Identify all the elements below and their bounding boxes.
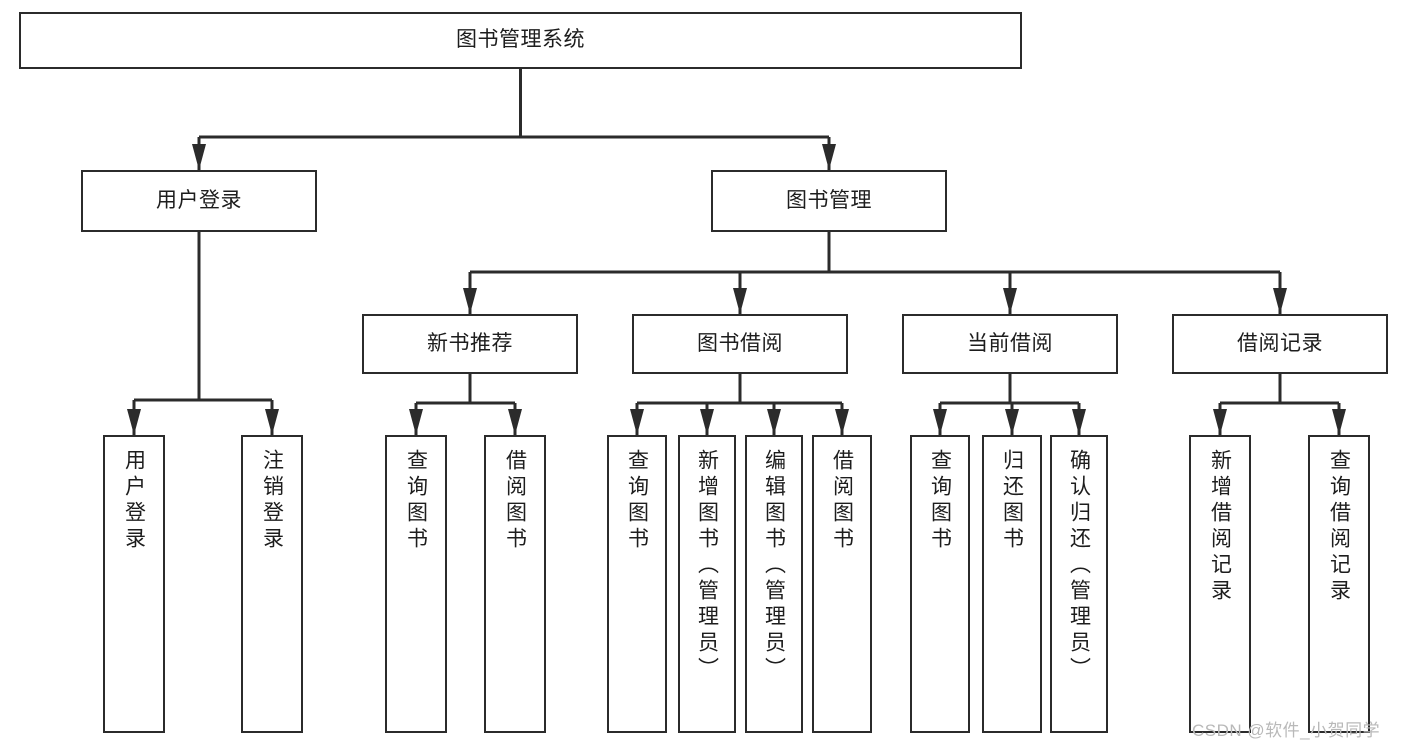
- node-bookmgmt: 图书管理: [711, 170, 947, 232]
- node-root: 图书管理系统: [19, 12, 1022, 69]
- node-l-addrec: 新增借阅记录: [1189, 435, 1251, 733]
- arrowhead-icon: [630, 409, 644, 435]
- arrowhead-icon: [463, 288, 477, 314]
- node-l-query3: 查询图书: [910, 435, 970, 733]
- arrowhead-icon: [127, 409, 141, 435]
- node-l-borrow1: 借阅图书: [484, 435, 546, 733]
- arrowhead-icon: [835, 409, 849, 435]
- node-label: 图书借阅: [697, 331, 783, 355]
- arrowhead-icon: [265, 409, 279, 435]
- node-current: 当前借阅: [902, 314, 1118, 374]
- node-l-query2: 查询图书: [607, 435, 667, 733]
- node-label: 确认归还（管理员）: [1067, 449, 1091, 683]
- node-label: 当前借阅: [967, 331, 1053, 355]
- node-label: 查询图书: [928, 449, 952, 553]
- arrowhead-icon: [508, 409, 522, 435]
- arrowhead-icon: [822, 144, 836, 170]
- node-label: 新增图书（管理员）: [695, 449, 719, 683]
- arrowhead-icon: [409, 409, 423, 435]
- node-label: 用户登录: [156, 188, 242, 212]
- node-l-borrow2: 借阅图书: [812, 435, 872, 733]
- node-l-confirm: 确认归还（管理员）: [1050, 435, 1108, 733]
- node-label: 查询借阅记录: [1327, 449, 1351, 605]
- node-label: 新书推荐: [427, 331, 513, 355]
- node-l-editbook: 编辑图书（管理员）: [745, 435, 803, 733]
- node-label: 用户登录: [122, 449, 146, 553]
- node-label: 注销登录: [260, 449, 284, 553]
- arrowhead-icon: [1273, 288, 1287, 314]
- node-l-addbook: 新增图书（管理员）: [678, 435, 736, 733]
- arrowhead-icon: [933, 409, 947, 435]
- node-label: 新增借阅记录: [1208, 449, 1232, 605]
- node-label: 图书管理: [786, 188, 872, 212]
- node-label: 借阅图书: [830, 449, 854, 553]
- arrowhead-icon: [1005, 409, 1019, 435]
- node-label: 借阅记录: [1237, 331, 1323, 355]
- node-label: 图书管理系统: [456, 28, 585, 52]
- node-l-query1: 查询图书: [385, 435, 447, 733]
- arrowhead-icon: [1213, 409, 1227, 435]
- arrowhead-icon: [700, 409, 714, 435]
- node-newbook: 新书推荐: [362, 314, 578, 374]
- node-label: 借阅图书: [503, 449, 527, 553]
- node-l-return: 归还图书: [982, 435, 1042, 733]
- node-l-logout: 注销登录: [241, 435, 303, 733]
- node-l-userlogin: 用户登录: [103, 435, 165, 733]
- arrowhead-icon: [1072, 409, 1086, 435]
- node-login: 用户登录: [81, 170, 317, 232]
- node-l-queryrec: 查询借阅记录: [1308, 435, 1370, 733]
- arrowhead-icon: [733, 288, 747, 314]
- arrowhead-icon: [767, 409, 781, 435]
- node-label: 查询图书: [404, 449, 428, 553]
- node-borrow: 图书借阅: [632, 314, 848, 374]
- node-label: 归还图书: [1000, 449, 1024, 553]
- node-label: 编辑图书（管理员）: [762, 449, 786, 683]
- arrowhead-icon: [1003, 288, 1017, 314]
- node-records: 借阅记录: [1172, 314, 1388, 374]
- arrowhead-icon: [192, 144, 206, 170]
- node-label: 查询图书: [625, 449, 649, 553]
- arrowhead-icon: [1332, 409, 1346, 435]
